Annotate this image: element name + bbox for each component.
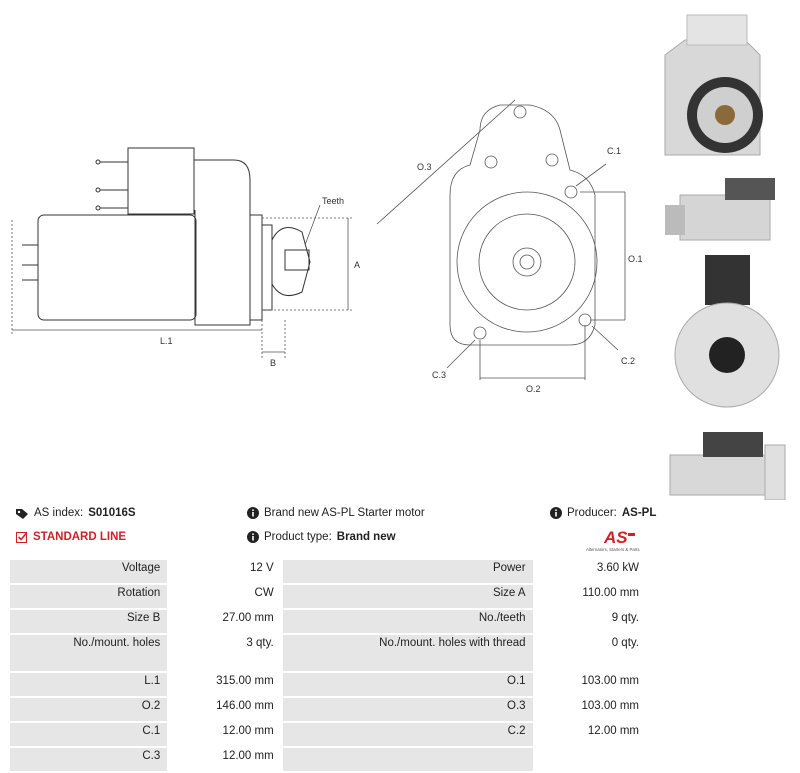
standard-line-label: STANDARD LINE (33, 531, 127, 543)
info-icon (247, 507, 259, 519)
photo-rear-view (674, 255, 780, 408)
dimension-c1-label: C.1 (607, 146, 621, 156)
photo-angle-view (669, 432, 786, 500)
spec-value: 12.00 mm (534, 723, 646, 746)
info-icon (247, 531, 259, 543)
product-type-line: Product type: Brand new (247, 531, 396, 543)
spec-value: CW (169, 585, 281, 608)
spec-key: C.3 (10, 748, 168, 771)
spec-key (282, 748, 533, 771)
photo-front-view (660, 5, 795, 175)
motor-housing-outline (194, 159, 251, 326)
dimension-b-label: B (270, 358, 276, 368)
photo-side-view (665, 178, 775, 241)
flange-outline (449, 104, 596, 346)
spec-value: 27.00 mm (169, 610, 281, 633)
spec-key: O.3 (282, 698, 533, 721)
spec-key: L.1 (10, 673, 168, 696)
spec-value: 146.00 mm (169, 698, 281, 721)
spec-value: 0 qty. (534, 635, 646, 671)
spec-value: 3 qty. (169, 635, 281, 671)
spec-key: No./mount. holes with thread (282, 635, 533, 671)
product-type-value: Brand new (336, 531, 396, 543)
standard-line: STANDARD LINE (16, 531, 126, 543)
description-text: Brand new AS-PL Starter motor (264, 507, 425, 519)
spec-value: 9 qty. (534, 610, 646, 633)
as-index-value: S01016S (88, 507, 136, 519)
spec-key: Power (282, 560, 533, 583)
technical-drawing: Teeth A B L.1 O.3 C.1 O.1 C.2 C.3 O.2 (11, 99, 643, 394)
producer-value: AS-PL (621, 507, 657, 519)
description-line: Brand new AS-PL Starter motor (247, 507, 425, 519)
tag-icon (16, 508, 28, 519)
spec-key: Voltage (10, 560, 168, 583)
teeth-label: Teeth (322, 196, 344, 206)
spec-key: O.2 (10, 698, 168, 721)
spec-value: 12.00 mm (169, 748, 281, 771)
spec-value: 3.60 kW (534, 560, 646, 583)
dimension-a-label: A (354, 260, 360, 270)
spec-value: 103.00 mm (534, 698, 646, 721)
as-index-line: AS index: S01016S (16, 507, 136, 519)
product-type-label: Product type: (264, 531, 332, 543)
as-pl-logo: AS Alternators, Starters & Parts (586, 528, 640, 552)
producer-line: Producer: AS-PL (550, 507, 656, 519)
spec-value: 12.00 mm (169, 723, 281, 746)
spec-value: 103.00 mm (534, 673, 646, 696)
dimension-o3-label: O.3 (417, 162, 432, 172)
info-icon (550, 507, 562, 519)
checkbox-checked-icon (16, 531, 28, 543)
spec-key: O.1 (282, 673, 533, 696)
spec-value: 110.00 mm (534, 585, 646, 608)
spec-key: C.2 (282, 723, 533, 746)
spec-value: 12 V (169, 560, 281, 583)
solenoid-outline (127, 147, 195, 215)
spec-value (534, 748, 646, 771)
dimension-l1-label: L.1 (160, 336, 173, 346)
product-photos (660, 5, 795, 500)
spec-key: No./mount. holes (10, 635, 168, 671)
spec-key: Size A (282, 585, 533, 608)
producer-label: Producer: (567, 507, 617, 519)
spec-key: Size B (10, 610, 168, 633)
dimension-o2-label: O.2 (526, 384, 541, 394)
dimension-o1-label: O.1 (628, 254, 643, 264)
as-index-label: AS index: (34, 507, 84, 519)
dimension-c2-label: C.2 (621, 356, 635, 366)
svg-text:AS: AS (603, 528, 628, 547)
spec-key: Rotation (10, 585, 168, 608)
motor-body-outline (37, 214, 197, 321)
svg-text:Alternators, Starters & Parts: Alternators, Starters & Parts (586, 547, 640, 552)
spec-value: 315.00 mm (169, 673, 281, 696)
dimension-c3-label: C.3 (432, 370, 446, 380)
spec-key: No./teeth (282, 610, 533, 633)
spec-key: C.1 (10, 723, 168, 746)
